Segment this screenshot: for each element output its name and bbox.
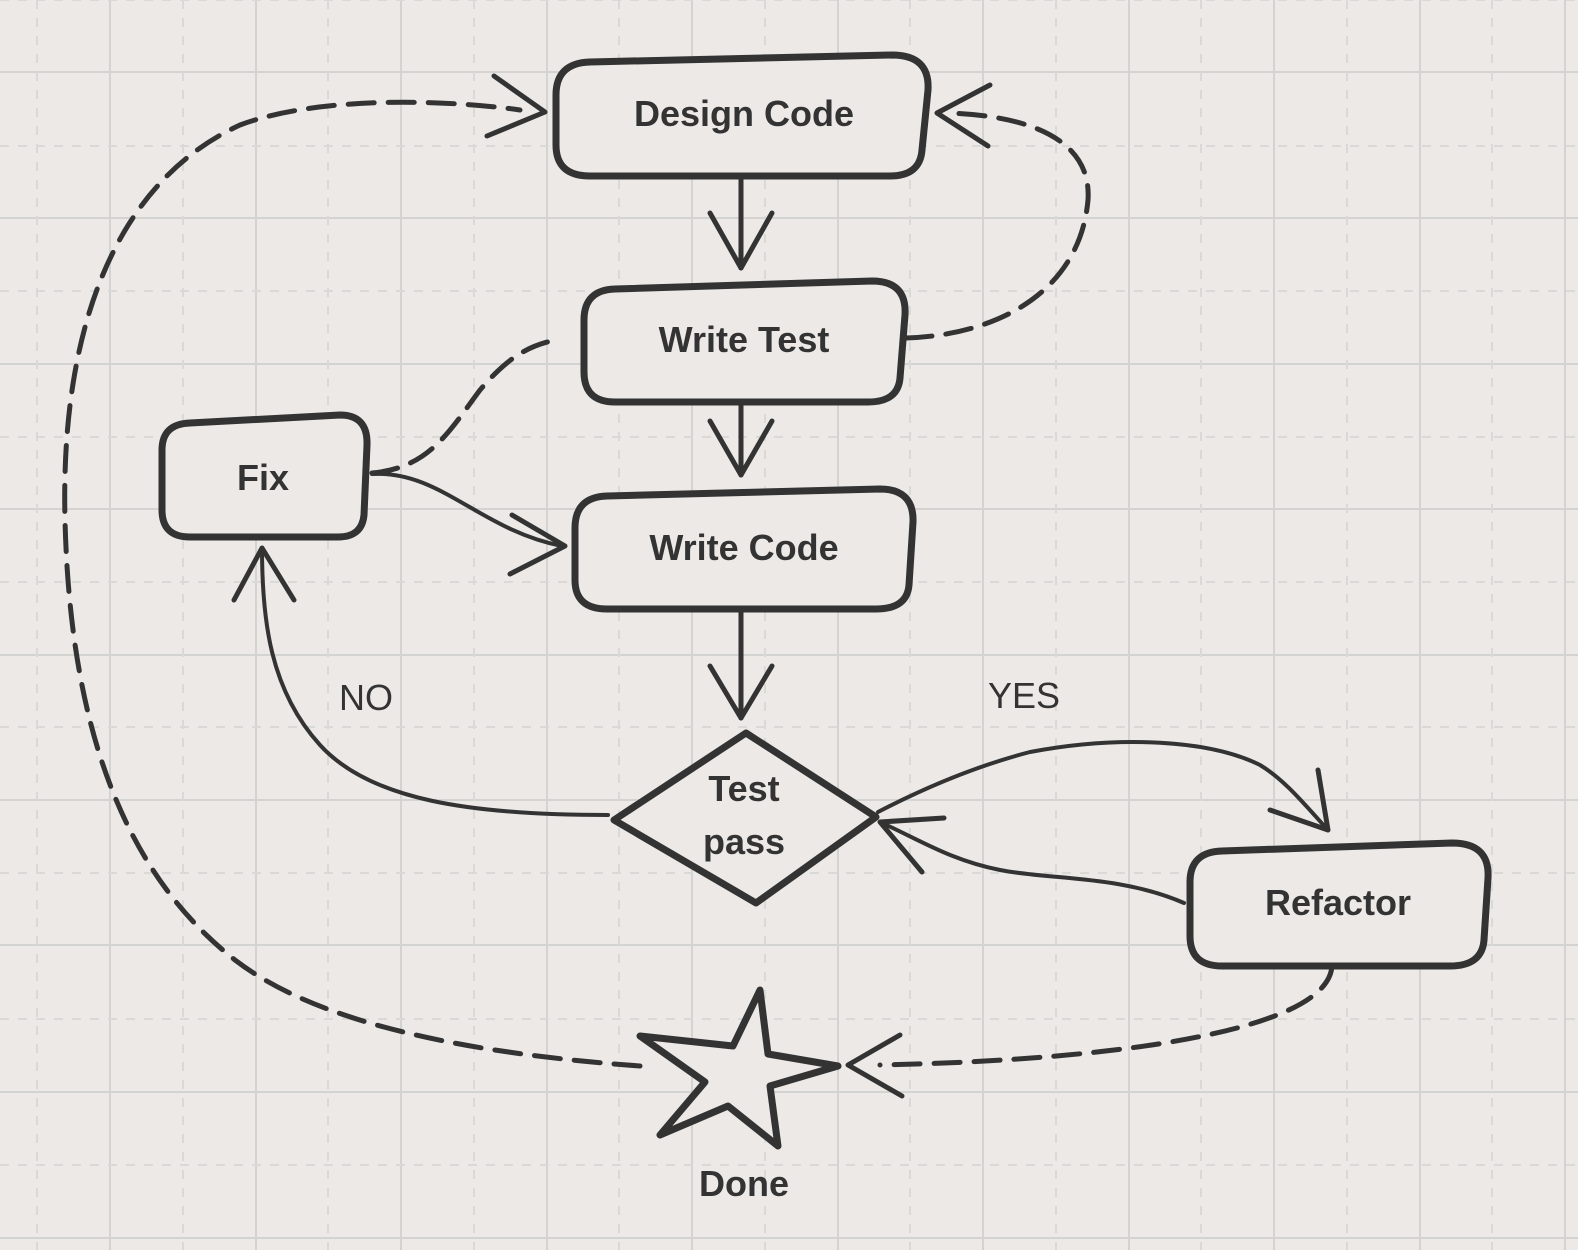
arrowhead-testpass-from-refactor (877, 815, 947, 875)
arrowhead-writecode-from-fix (507, 512, 568, 577)
done-label: Done (699, 1163, 789, 1204)
node-write-test-shape[interactable] (580, 277, 909, 406)
design-code-label: Design Code (634, 93, 854, 134)
edge-label-no: NO (339, 677, 393, 718)
test-pass-label-line1: Test (708, 768, 779, 809)
arrowhead-testpass (707, 663, 775, 721)
arrow-testpass-to-refactor (876, 740, 1330, 832)
node-fix-shape[interactable] (158, 411, 371, 541)
dashed-loop-right (903, 110, 1091, 341)
write-code-label: Write Code (649, 527, 838, 568)
node-design-code-shape[interactable] (552, 51, 932, 180)
arrowhead-writecode (707, 418, 775, 478)
dashed-fix-to-writetest (369, 336, 563, 476)
dashed-arrowhead-design-left (484, 73, 548, 139)
node-test-pass-shape[interactable] (610, 729, 880, 907)
refactor-label: Refactor (1265, 882, 1411, 923)
dashed-arrowhead-design-right (934, 82, 993, 149)
node-refactor-shape[interactable] (1186, 839, 1492, 970)
fix-label: Fix (237, 457, 289, 498)
dashed-loop-left (62, 99, 643, 1069)
arrowhead-refactor (1267, 767, 1331, 833)
arrow-refactor-to-testpass (878, 820, 1186, 905)
arrow-testpass-to-fix (260, 546, 610, 817)
write-test-label: Write Test (659, 319, 830, 360)
dashed-refactor-to-done (877, 962, 1335, 1068)
arrowhead-fix (231, 545, 297, 603)
node-done-star-shape[interactable] (636, 986, 842, 1150)
edge-label-yes: YES (988, 675, 1060, 716)
arrowhead-writetest (707, 210, 775, 271)
dashed-arrowhead-done (845, 1032, 905, 1099)
test-pass-label-line2: pass (703, 821, 785, 862)
node-write-code-shape[interactable] (571, 485, 917, 613)
arrow-fix-to-writecode (370, 471, 564, 548)
